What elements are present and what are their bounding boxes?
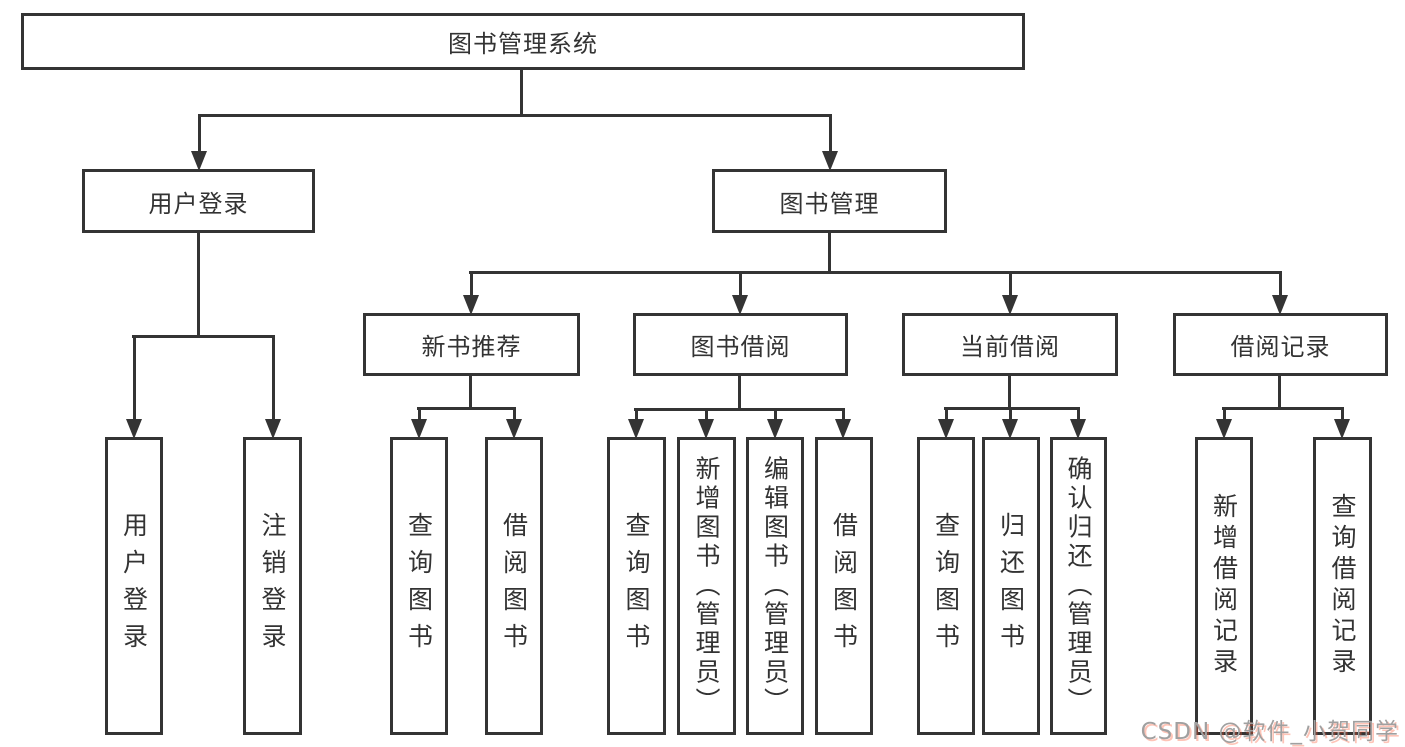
arrow-shaft xyxy=(774,408,777,419)
down-arrow-icon xyxy=(191,151,207,171)
arrow-shaft xyxy=(635,408,638,419)
down-arrow-icon xyxy=(628,419,644,439)
arrow-shaft xyxy=(1009,407,1012,419)
down-arrow-icon xyxy=(767,419,783,439)
down-arrow-icon xyxy=(506,419,522,439)
down-arrow-icon xyxy=(835,419,851,439)
arrow-shaft xyxy=(1279,271,1282,295)
leaf-logout: 注销登录 xyxy=(243,437,302,735)
connector-newbook-stem xyxy=(469,376,472,409)
leaf-label: 用户登录 xyxy=(119,512,149,660)
down-arrow-icon xyxy=(1070,419,1086,439)
node-book-borrow: 图书借阅 xyxy=(633,313,848,376)
connector-newbook-bar xyxy=(417,407,516,410)
csdn-watermark: CSDN @软件_小贺同学 xyxy=(1140,719,1399,745)
leaf-newbook-query-books: 查询图书 xyxy=(390,437,448,735)
leaf-current-return-books: 归还图书 xyxy=(982,437,1040,735)
down-arrow-icon xyxy=(126,419,142,439)
connector-bookborrow-stem xyxy=(738,376,741,410)
leaf-current-query-books: 查询图书 xyxy=(917,437,975,735)
node-new-book-recommend: 新书推荐 xyxy=(363,313,580,376)
arrow-shaft xyxy=(1077,407,1080,419)
leaf-label: 归还图书 xyxy=(996,512,1026,660)
leaf-label: 查询图书 xyxy=(404,512,434,660)
down-arrow-icon xyxy=(1002,419,1018,439)
down-arrow-icon xyxy=(1002,295,1018,315)
node-root: 图书管理系统 xyxy=(21,13,1025,70)
leaf-borrow-borrow-books: 借阅图书 xyxy=(815,437,873,735)
leaf-borrow-add-books: 新增图书（管理员） xyxy=(677,437,736,735)
leaf-label: 确认归还（管理员） xyxy=(1064,455,1093,717)
leaf-label: 查询图书 xyxy=(622,512,651,660)
down-arrow-icon xyxy=(1334,419,1350,439)
down-arrow-icon xyxy=(265,419,281,439)
node-borrow-record: 借阅记录 xyxy=(1173,313,1388,376)
connector-book-mgmt-stem xyxy=(828,233,831,273)
down-arrow-icon xyxy=(1272,295,1288,315)
leaf-label: 查询图书 xyxy=(931,512,961,660)
connector-bookborrow-bar xyxy=(634,408,845,411)
node-current-borrow: 当前借阅 xyxy=(902,313,1118,376)
leaf-current-confirm-return: 确认归还（管理员） xyxy=(1050,437,1107,735)
arrow-shaft xyxy=(842,408,845,419)
arrow-shaft xyxy=(829,114,832,151)
down-arrow-icon xyxy=(938,419,954,439)
arrow-shaft xyxy=(513,407,516,419)
arrow-shaft xyxy=(1009,271,1012,295)
leaf-user-login: 用户登录 xyxy=(105,437,163,735)
leaf-label: 借阅图书 xyxy=(829,512,859,660)
arrow-shaft xyxy=(198,114,201,151)
leaf-label: 编辑图书（管理员） xyxy=(760,455,790,717)
down-arrow-icon xyxy=(1216,419,1232,439)
node-user-login: 用户登录 xyxy=(82,169,315,233)
arrow-shaft xyxy=(418,407,421,419)
leaf-label: 借阅图书 xyxy=(499,512,529,660)
arrow-shaft xyxy=(739,271,742,295)
connector-user-login-stem xyxy=(197,233,200,337)
connector-borrowrecord-bar xyxy=(1222,407,1344,410)
leaf-record-add-record: 新增借阅记录 xyxy=(1195,437,1253,735)
leaf-newbook-borrow-books: 借阅图书 xyxy=(485,437,543,735)
leaf-label: 新增图书（管理员） xyxy=(692,455,721,717)
arrow-shaft xyxy=(272,335,275,419)
connector-borrowrecord-stem xyxy=(1278,376,1281,409)
connector-currentborrow-bar xyxy=(944,407,1080,410)
arrow-shaft xyxy=(133,335,136,419)
arrow-shaft xyxy=(705,408,708,419)
leaf-record-query-record: 查询借阅记录 xyxy=(1313,437,1372,735)
down-arrow-icon xyxy=(463,295,479,315)
connector-currentborrow-stem xyxy=(1008,376,1011,409)
down-arrow-icon xyxy=(698,419,714,439)
down-arrow-icon xyxy=(411,419,427,439)
arrow-shaft xyxy=(470,271,473,295)
connector-book-mgmt-bar xyxy=(469,271,1282,274)
arrow-shaft xyxy=(1341,407,1344,419)
arrow-shaft xyxy=(945,407,948,419)
connector-root-stem xyxy=(520,70,523,116)
node-book-management: 图书管理 xyxy=(712,169,947,233)
leaf-label: 新增借阅记录 xyxy=(1209,493,1239,679)
connector-root-bar xyxy=(198,114,832,117)
down-arrow-icon xyxy=(822,151,838,171)
connector-user-login-bar xyxy=(132,335,275,338)
arrow-shaft xyxy=(1223,407,1226,419)
down-arrow-icon xyxy=(732,295,748,315)
leaf-label: 查询借阅记录 xyxy=(1328,493,1357,679)
leaf-borrow-edit-books: 编辑图书（管理员） xyxy=(746,437,804,735)
leaf-label: 注销登录 xyxy=(258,512,287,660)
leaf-borrow-query-books: 查询图书 xyxy=(607,437,666,735)
